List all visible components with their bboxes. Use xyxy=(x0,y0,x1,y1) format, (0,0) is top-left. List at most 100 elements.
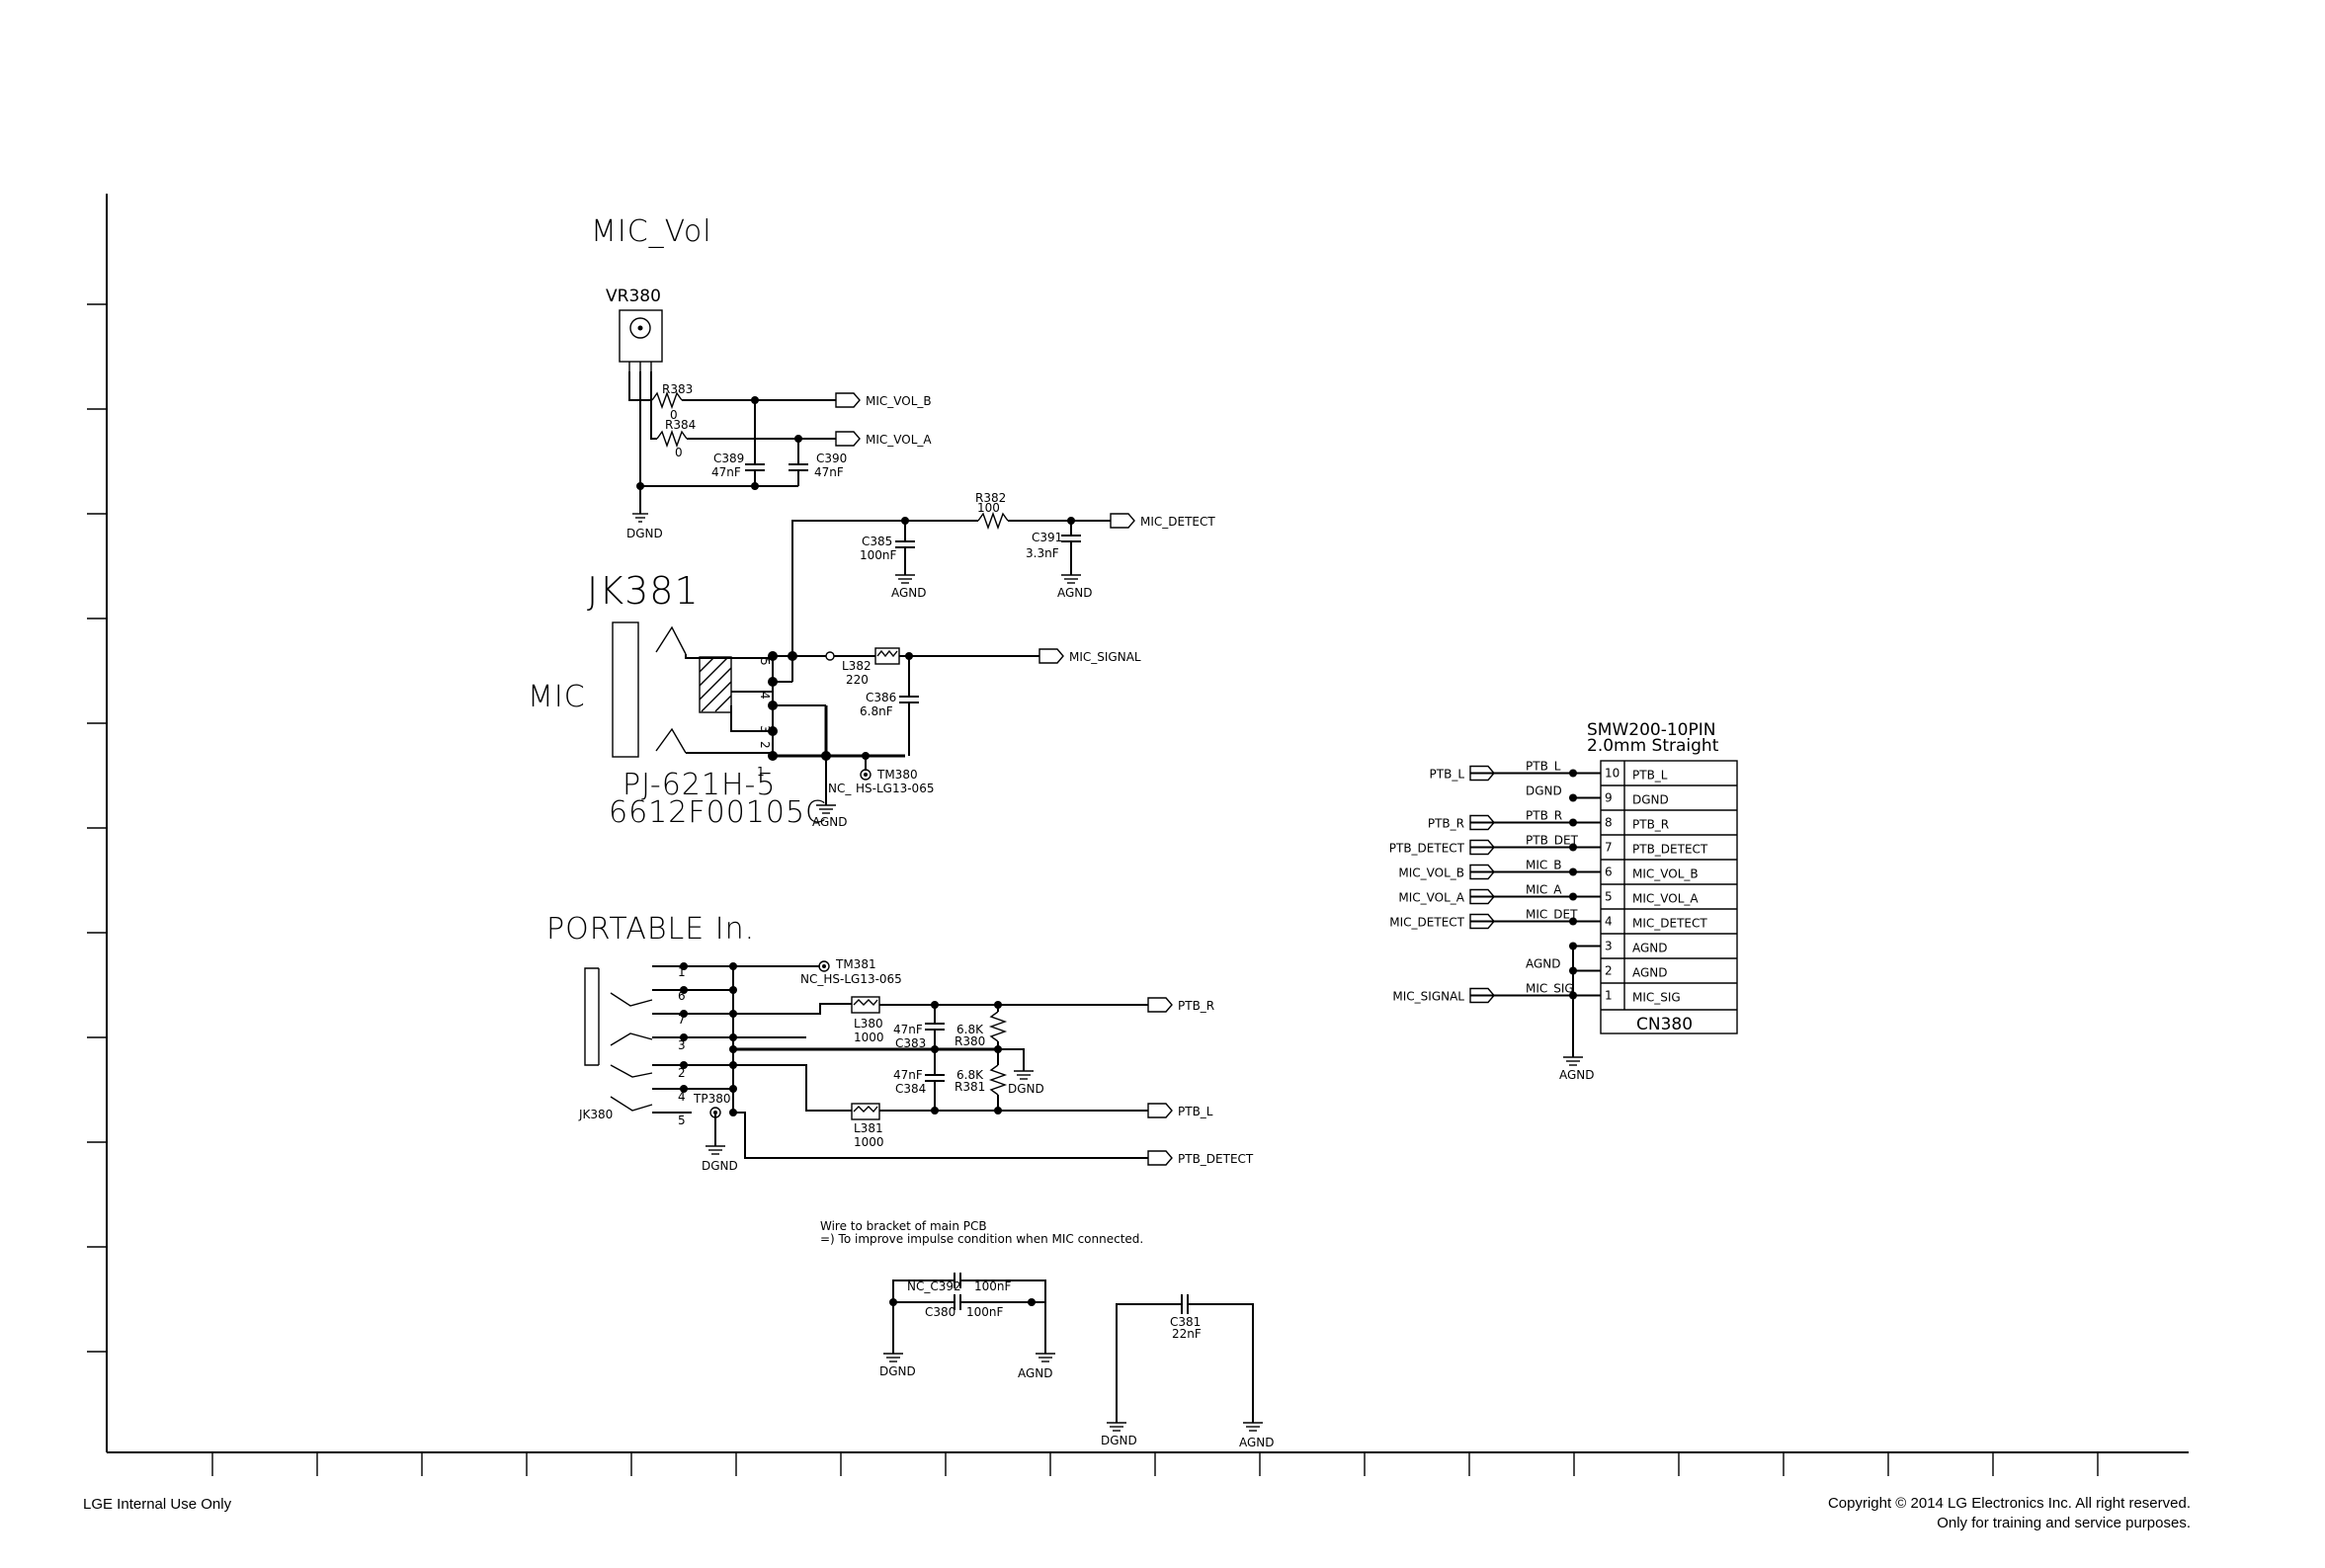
vr380-potentiometer-symbol xyxy=(619,309,663,371)
c385-ref: C385 xyxy=(862,535,892,548)
l382-ref: L382 xyxy=(842,659,872,673)
c390-value: 47nF xyxy=(814,465,844,479)
pin-5: 5 xyxy=(678,1114,686,1127)
jk381-section: JK381 MIC 5 4 3 2 1 A xyxy=(528,569,1141,830)
c385-agnd: AGND xyxy=(891,586,927,600)
c384-value: 47nF xyxy=(893,1068,923,1082)
r383-value: 0 xyxy=(670,408,678,422)
jk381-title: JK381 xyxy=(587,569,700,613)
connector-net-label: PTB_DETECT xyxy=(1389,842,1465,856)
mic-vol-section: MIC_Vol VR380 R383 0 R384 0 DGND C389 xyxy=(591,214,932,540)
c391-agnd: AGND xyxy=(1057,586,1093,600)
connector-type-2: 2.0mm Straight xyxy=(1587,736,1719,756)
footer-training: Only for training and service purposes. xyxy=(1937,1515,2191,1531)
footer-copyright-block: Copyright © 2014 LG Electronics Inc. All… xyxy=(1828,1494,2191,1533)
connector-net-port xyxy=(1469,765,1495,782)
connector-net-label: MIC_VOL_A xyxy=(1398,891,1464,905)
net-ptb-detect: PTB_DETECT xyxy=(1178,1152,1254,1166)
bottom-dgnd-1: DGND xyxy=(879,1364,916,1378)
connector-ref: CN380 xyxy=(1636,1015,1693,1034)
jk381-pin-3: 3 xyxy=(758,725,772,733)
connector-pin-name: AGND xyxy=(1632,966,1668,980)
r381-dgnd: DGND xyxy=(1008,1082,1044,1096)
c385-value: 100nF xyxy=(860,548,897,562)
jk381-part-code: 6612F00105C xyxy=(609,795,827,830)
l381-value: 1000 xyxy=(854,1135,884,1149)
tm380-nc: NC_ xyxy=(828,782,852,795)
portable-dgnd: DGND xyxy=(702,1159,738,1173)
c383-ref: C383 xyxy=(895,1036,926,1050)
jk381-pin-2: 2 xyxy=(758,741,772,749)
r381-ref: R381 xyxy=(955,1080,985,1094)
jk381-pin-4: 4 xyxy=(758,692,772,700)
jk381-pin-5: 5 xyxy=(758,658,772,666)
connector-pin-number: 3 xyxy=(1605,940,1613,953)
bottom-agnd-1: AGND xyxy=(1018,1366,1053,1380)
r384-value: 0 xyxy=(675,446,683,459)
connector-wire-label: AGND xyxy=(1526,957,1561,971)
connector-net-port xyxy=(1469,864,1495,880)
net-mic-detect: MIC_DETECT xyxy=(1140,515,1215,529)
connector-pin-number: 1 xyxy=(1605,989,1613,1003)
r382-ref: R382 xyxy=(975,491,1006,505)
tm381-part: NC_HS-LG13-065 xyxy=(800,972,902,986)
jk381-part: PJ-621H-5 xyxy=(623,768,776,802)
mic-vol-dgnd: DGND xyxy=(626,527,663,540)
c384-ref: C384 xyxy=(895,1082,926,1096)
connector-pin-number: 7 xyxy=(1605,841,1613,855)
pin-7: 7 xyxy=(678,1013,686,1027)
connector-net-port xyxy=(1469,888,1495,905)
jk380-label: JK380 xyxy=(578,1108,613,1121)
c383-value: 47nF xyxy=(893,1023,923,1036)
r384-ref: R384 xyxy=(665,418,696,432)
connector-pin-name: AGND xyxy=(1632,942,1668,955)
c381-ref: C381 xyxy=(1170,1315,1201,1329)
connector-pin-name: MIC_VOL_A xyxy=(1632,892,1699,906)
r381-value: 6.8K xyxy=(956,1068,984,1082)
connector-net-label: MIC_SIGNAL xyxy=(1392,990,1464,1004)
c381-value: 22nF xyxy=(1172,1327,1202,1341)
l380-ref: L380 xyxy=(854,1017,883,1031)
tm380-part: HS-LG13-065 xyxy=(856,782,934,795)
net-mic-vol-b: MIC_VOL_B xyxy=(866,394,932,408)
tm381-ref: TM381 xyxy=(835,957,876,971)
c389-value: 47nF xyxy=(711,465,741,479)
connector-pin-name: PTB_L xyxy=(1632,769,1668,783)
connector-net-port xyxy=(1469,839,1495,856)
c391-ref: C391 xyxy=(1032,531,1062,544)
note-line-1: Wire to bracket of main PCB xyxy=(820,1219,987,1233)
bottom-agnd-2: AGND xyxy=(1239,1436,1275,1449)
c390-ref: C390 xyxy=(816,452,847,465)
connector-pin-name: DGND xyxy=(1632,793,1669,807)
connector-pin-number: 2 xyxy=(1605,964,1613,978)
connector-net-label: MIC_VOL_B xyxy=(1398,867,1464,880)
net-ptb-l: PTB_L xyxy=(1178,1105,1213,1118)
connector-pin-number: 6 xyxy=(1605,866,1613,879)
connector-pin-name: PTB_R xyxy=(1632,818,1669,832)
drawing-frame xyxy=(87,194,2189,1476)
c392-value: 100nF xyxy=(974,1279,1012,1293)
connector-wire-label: PTB_R xyxy=(1526,809,1562,823)
connector-wire-label: DGND xyxy=(1526,784,1562,798)
connector-wire-label: PTB_L xyxy=(1526,760,1561,774)
c386-value: 6.8nF xyxy=(860,704,893,718)
pin-6: 6 xyxy=(678,989,686,1003)
footer-internal-use: LGE Internal Use Only xyxy=(83,1496,232,1513)
pin-1: 1 xyxy=(678,965,686,979)
vr380-label: VR380 xyxy=(606,287,661,306)
r382-value: 100 xyxy=(977,501,1000,515)
r380-value: 6.8K xyxy=(956,1023,984,1036)
jack-body xyxy=(612,621,639,758)
note-line-2: =) To improve impulse condition when MIC… xyxy=(820,1232,1143,1246)
connector-pin-name: MIC_DETECT xyxy=(1632,917,1707,931)
connector-pin-number: 10 xyxy=(1605,767,1619,781)
connector-net-port xyxy=(1469,987,1495,1004)
l380-value: 1000 xyxy=(854,1031,884,1044)
connector-pin-number: 8 xyxy=(1605,816,1613,830)
r383-ref: R383 xyxy=(662,382,693,396)
mic-vol-title: MIC_Vol xyxy=(591,214,712,249)
connector-pin-number: 5 xyxy=(1605,890,1613,904)
